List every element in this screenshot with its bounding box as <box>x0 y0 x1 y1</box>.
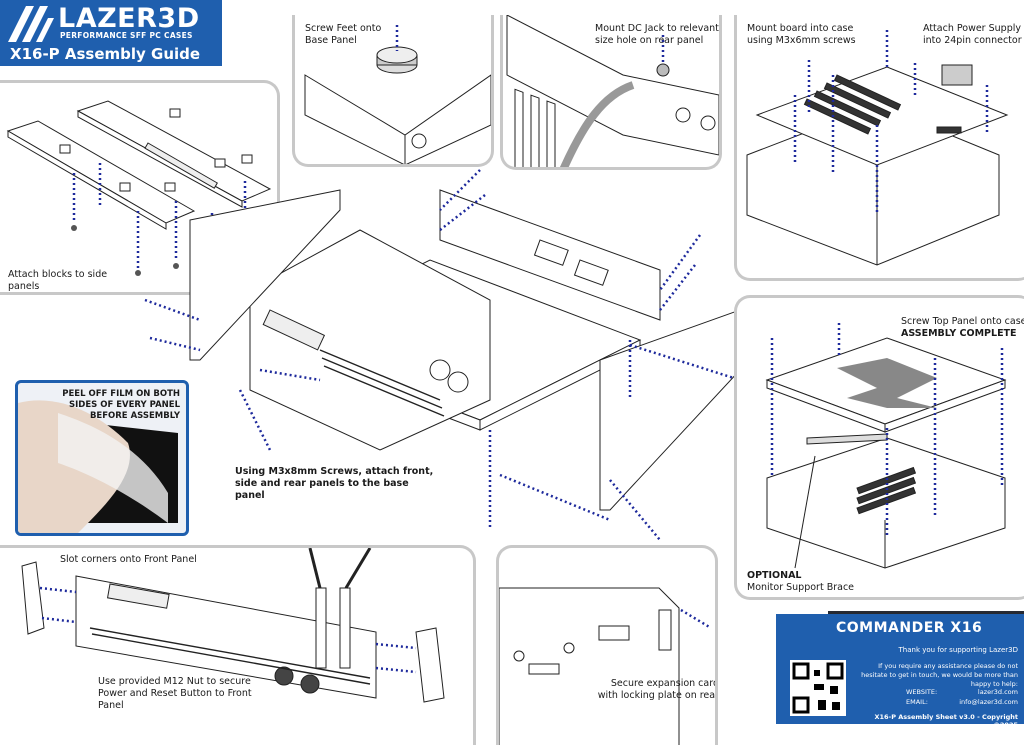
help-text: If you require any assistance please do … <box>861 662 1018 688</box>
label-expansion-card: Secure expansion card with locking plate… <box>597 678 718 701</box>
motherboard-illustration <box>746 30 1009 266</box>
side-panels-illustration <box>6 100 272 276</box>
email-label: EMAIL: <box>906 698 928 706</box>
label-dc-jack: Mount DC Jack to relevant size hole on r… <box>595 23 719 46</box>
panel-front-panel: Slot corners onto Front Panel Use provid… <box>0 545 476 745</box>
copyright-text: X16-P Assembly Sheet v3.0 - Copyright ©2… <box>874 713 1018 729</box>
main-case-assembly-illustration <box>144 169 740 541</box>
brand-tagline: PERFORMANCE SFF PC CASES <box>60 31 193 40</box>
lazer3d-logo-icon <box>8 6 54 42</box>
label-attach-panels: Using M3x8mm Screws, attach front, side … <box>235 466 434 501</box>
label-slot-corners: Slot corners onto Front Panel <box>60 554 197 565</box>
label-mount-board: Mount board into case using M3x6mm screw… <box>747 23 856 46</box>
panel-dc-jack: Mount DC Jack to relevant size hole on r… <box>500 15 722 170</box>
label-monitor-brace-text: Monitor Support Brace <box>747 582 855 593</box>
label-top-panel-text: Screw Top Panel onto case <box>901 316 1024 327</box>
label-optional: OPTIONAL <box>747 570 802 581</box>
base-panel-illustration <box>304 25 491 164</box>
label-attach-blocks: Attach blocks to side panels <box>8 269 108 292</box>
rear-panel-illustration <box>506 15 719 167</box>
label-peel-film: PEEL OFF FILM ON BOTH SIDES OF EVERY PAN… <box>62 389 180 421</box>
guide-title: X16-P Assembly Guide <box>10 45 201 63</box>
commander-footer: COMMANDER X16 Thank you for supporting L… <box>776 614 1024 729</box>
panel-expansion-card: Secure expansion card with locking plate… <box>496 545 718 745</box>
thanks-text: Thank you for supporting Lazer3D <box>898 646 1018 654</box>
peel-film-image <box>18 400 178 533</box>
front-panel-illustration <box>21 548 445 703</box>
panel-attach-blocks: Attach blocks to side panels <box>0 80 280 295</box>
brand-logo: LAZER3D <box>58 3 200 34</box>
label-screw-feet: Screw Feet onto Base Panel <box>305 23 382 46</box>
label-m12-nut: Use provided M12 Nut to secure Power and… <box>98 676 252 711</box>
qr-code-icon <box>790 660 846 716</box>
complete-case-illustration <box>765 323 1007 569</box>
website-link[interactable]: lazer3d.com <box>977 688 1018 696</box>
website-label: WEBSITE: <box>906 688 938 696</box>
panel-screw-feet: Screw Feet onto Base Panel <box>292 15 494 167</box>
header-banner: LAZER3D PERFORMANCE SFF PC CASES X16-P A… <box>0 0 222 66</box>
label-assembly-complete: ASSEMBLY COMPLETE <box>901 328 1017 339</box>
label-power-supply: Attach Power Supply into 24pin connector <box>923 23 1022 46</box>
peel-film-photo: PEEL OFF FILM ON BOTH SIDES OF EVERY PAN… <box>15 380 189 536</box>
expansion-card-illustration <box>499 587 712 745</box>
product-name: COMMANDER X16 <box>836 620 983 636</box>
email-link[interactable]: info@lazer3d.com <box>959 698 1018 706</box>
panel-mount-board: Mount board into case using M3x6mm screw… <box>734 15 1024 281</box>
